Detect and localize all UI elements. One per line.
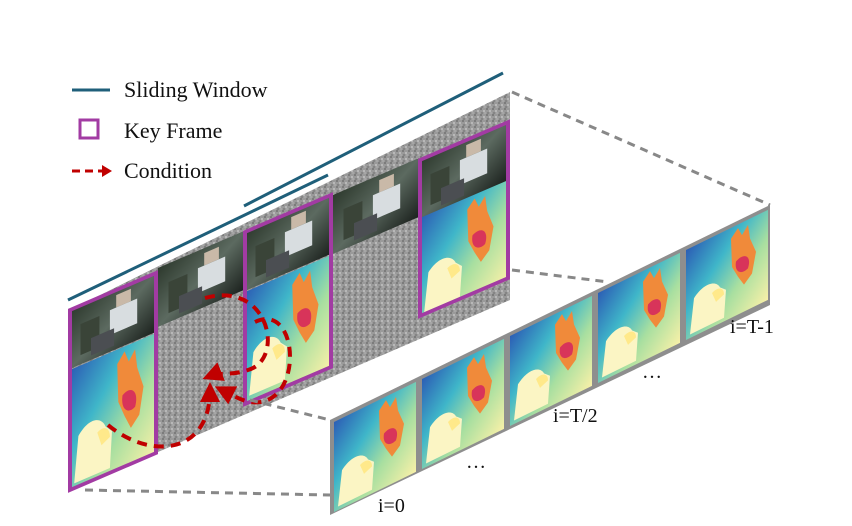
legend: Sliding Window Key Frame Condition	[72, 77, 268, 183]
condition-arrow-2	[202, 293, 270, 381]
key-frame-legend-label: Key Frame	[124, 118, 222, 143]
ellipsis-left: …	[466, 451, 486, 473]
label-i-t-half: i=T/2	[553, 405, 598, 427]
sliding-window-line-1	[67, 173, 329, 302]
label-i-t-minus-1: i=T-1	[730, 316, 774, 338]
condition-arrow-3	[214, 317, 292, 405]
condition-legend-arrowhead	[102, 165, 112, 177]
key-frame-1	[68, 270, 158, 493]
sliding-window-legend-label: Sliding Window	[124, 77, 268, 102]
key-frame-2	[243, 192, 333, 407]
ellipsis-right: …	[642, 361, 662, 383]
condition-legend-label: Condition	[124, 158, 212, 183]
sliding-window-line-2	[243, 71, 504, 208]
condition-arrow-1	[106, 382, 220, 449]
frame-sequence	[68, 92, 510, 493]
condition-arrows	[106, 293, 292, 449]
label-i-0: i=0	[378, 495, 405, 517]
depth-strip	[330, 205, 770, 515]
key-frame-3	[418, 119, 510, 319]
connector-lines	[84, 90, 771, 497]
key-frame-legend-icon	[78, 118, 100, 140]
